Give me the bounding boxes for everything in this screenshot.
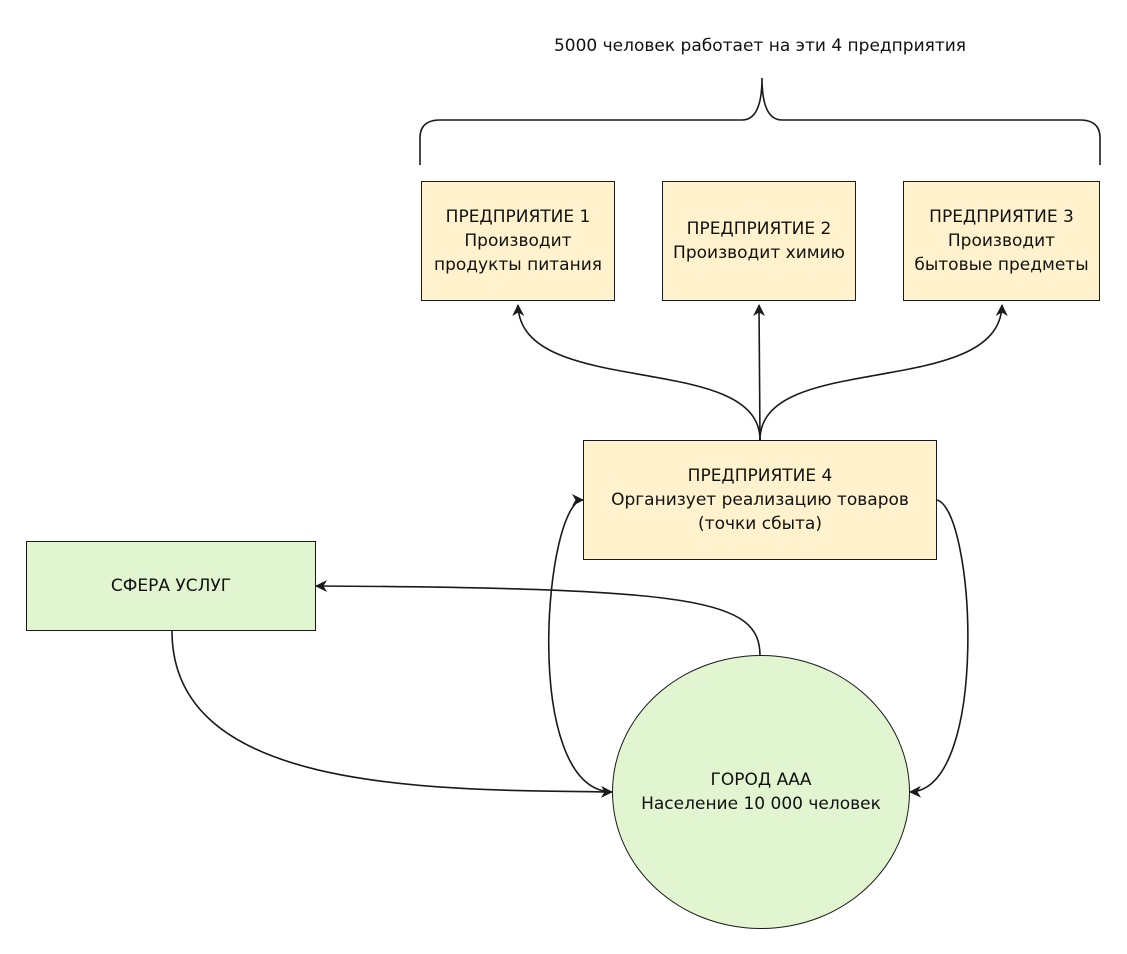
enterprise-4-desc-line1: Организует реализацию товаров [611,490,909,510]
enterprise-1-node[interactable]: ПРЕДПРИЯТИЕ 1 Производит продукты питани… [421,181,615,301]
city-title: ГОРОД ААА [710,770,812,790]
enterprise-4-node[interactable]: ПРЕДПРИЯТИЕ 4 Организует реализацию това… [583,440,937,560]
arrow-e4-to-e1 [512,304,761,441]
arrow-services-to-city [171,630,613,798]
enterprise-2-title: ПРЕДПРИЯТИЕ 2 [686,219,832,239]
grouping-brace [419,77,1101,165]
services-node[interactable]: СФЕРА УСЛУГ [26,541,316,631]
enterprise-1-desc-line1: Производит [464,231,572,251]
arrow-city-to-e4 [547,494,613,793]
enterprise-1-title: ПРЕДПРИЯТИЕ 1 [445,207,591,227]
enterprise-2-desc: Производит химию [673,243,845,263]
arrow-city-to-services [315,580,761,657]
services-title: СФЕРА УСЛУГ [110,576,232,596]
enterprise-3-desc-line2: бытовые предметы [914,255,1089,275]
arrow-e4-to-e2 [753,304,766,441]
city-node[interactable]: ГОРОД ААА Население 10 000 человек [612,655,910,929]
enterprise-3-desc-line1: Производит [947,231,1056,251]
enterprise-1-desc-line2: продукты питания [434,255,602,275]
city-population: Население 10 000 человек [641,794,881,814]
arrow-e4-to-city [909,499,969,798]
enterprises-caption: 5000 человек работает на эти 4 предприят… [553,36,967,56]
enterprise-4-desc-line2: (точки сбыта) [698,514,822,534]
enterprise-4-title: ПРЕДПРИЯТИЕ 4 [687,466,833,486]
enterprise-2-node[interactable]: ПРЕДПРИЯТИЕ 2 Производит химию [662,181,856,301]
enterprise-3-node[interactable]: ПРЕДПРИЯТИЕ 3 Производит бытовые предмет… [903,181,1100,301]
enterprise-3-title: ПРЕДПРИЯТИЕ 3 [929,207,1074,227]
arrow-e4-to-e3 [759,304,1008,441]
